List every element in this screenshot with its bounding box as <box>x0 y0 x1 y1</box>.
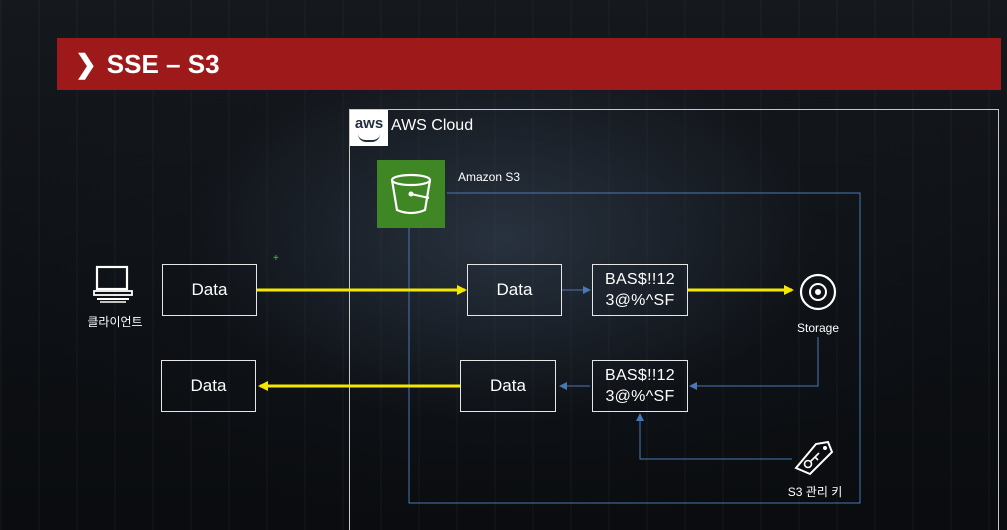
cipher-line-2: 3@%^SF <box>605 388 675 405</box>
cipher-line-2: 3@%^SF <box>605 292 675 309</box>
data-label: Data <box>191 280 228 299</box>
slide-title: SSE – S3 <box>106 48 220 79</box>
cipher-line-1: BAS$!!12 <box>604 367 675 384</box>
aws-cloud-label: AWS Cloud <box>391 117 474 134</box>
client-label: 클라이언트 <box>87 315 143 329</box>
encrypted-data-box-upload: BAS$!!12 3@%^SF <box>592 264 688 316</box>
s3-data-box-upload: Data <box>467 264 562 316</box>
data-label: Data <box>496 280 533 299</box>
key-to-cipher-line <box>636 413 792 460</box>
s3-data-box-download: Data <box>460 360 556 412</box>
cipher-line-1: BAS$!!12 <box>604 271 675 288</box>
aws-logo-icon: aws <box>350 110 388 146</box>
bucket-icon <box>377 160 445 228</box>
client-data-box-upload: Data <box>162 264 257 316</box>
key-tag-icon <box>792 438 838 478</box>
disk-icon <box>798 272 838 312</box>
storage-to-cipher-line <box>689 337 819 390</box>
amazon-s3-label: Amazon S3 <box>458 170 521 184</box>
aws-cloud-frame <box>349 109 999 530</box>
data-label: Data <box>190 376 227 395</box>
chevron-right-icon: ❯ <box>75 48 97 79</box>
title-bar: ❯ SSE – S3 <box>57 38 1001 90</box>
computer-icon <box>92 264 134 306</box>
s3-managed-key-label: S3 관리 키 <box>787 485 843 499</box>
aws-logo-text: aws <box>354 115 384 132</box>
data-label: Data <box>490 376 526 395</box>
s3-boundary-line <box>408 192 861 504</box>
client-data-box-download: Data <box>161 360 256 412</box>
cursor-marker: + <box>273 253 279 264</box>
aws-smile-mark <box>358 134 380 142</box>
encrypted-data-box-download: BAS$!!12 3@%^SF <box>592 360 688 412</box>
storage-label: Storage <box>796 321 840 335</box>
